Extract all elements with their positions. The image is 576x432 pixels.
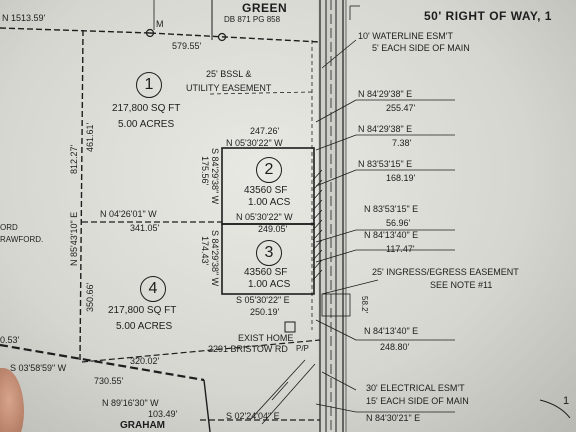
leader-lines: [315, 5, 379, 413]
lot-4-area-sqft: 217,800 SQ FT: [108, 305, 177, 316]
divider-bearing: N 04'26'01" W: [100, 209, 157, 219]
neighbor-name: GRAHAM: [120, 420, 165, 431]
lot-2-side-distance: 175.56': [200, 156, 210, 186]
small-dimension: 58.2': [360, 296, 369, 314]
lot-3-bottom-bearing: S 05'30'22" E: [236, 295, 290, 305]
iron-pin-marker: [145, 28, 155, 38]
note-waterline-2: 5' EACH SIDE OF MAIN: [372, 43, 470, 53]
left-fragment-c: 0.53': [0, 335, 20, 345]
lot-4-area-acres: 5.00 ACRES: [116, 321, 173, 332]
lot-2-top-distance: 247.26': [250, 126, 280, 136]
deed-reference: DB 871 PG 858: [224, 15, 281, 24]
lot-2-side-bearing: S 84'29'38" W: [210, 148, 220, 205]
note-electrical-2: 15' EACH SIDE OF MAIN: [366, 396, 469, 406]
left-fragment-b: RAWFORD.: [0, 235, 44, 244]
note-bearing-5: N 84'13'40" E: [364, 230, 419, 240]
setback-label: 25' BSSL &: [206, 69, 252, 79]
note-bearing-1: N 84'29'38" E: [358, 89, 413, 99]
home-address: 2291 BRISTOW RD: [208, 344, 288, 354]
setback-line: [209, 91, 313, 95]
existing-home-symbol: [284, 321, 296, 333]
lot-3-area-sqft: 43560 SF: [244, 267, 288, 278]
owner-name: GREEN: [242, 1, 288, 15]
south-distance-1: 320.02': [130, 356, 160, 366]
south-bearing-1: S 03'58'59" W: [10, 363, 67, 373]
setback-label-2: UTILITY EASEMENT: [186, 83, 272, 93]
sheet-border: [539, 399, 571, 419]
divider-distance: 341.05': [130, 223, 160, 233]
north-property-line: [149, 32, 321, 43]
driveway: [249, 359, 316, 425]
north-mark: M: [156, 19, 164, 29]
lot-2-number: 2: [256, 157, 282, 183]
lot-3-side-distance: 174.43': [200, 236, 210, 266]
road-right-of-way: [318, 0, 346, 432]
lot-1-area-acres: 5.00 ACRES: [118, 119, 175, 130]
edge-mark: 1: [563, 395, 570, 407]
power-pole-label: P/P: [296, 344, 309, 353]
west-upper-distance: 461.61': [85, 122, 95, 152]
note-underlines: [356, 99, 455, 413]
north-line-bearing: N 1513.59': [2, 13, 46, 23]
note-distance-4: 56.96': [386, 218, 411, 228]
note-bearing-2: N 84'29'38" E: [358, 124, 413, 134]
note-waterline: 10' WATERLINE ESM'T: [358, 31, 453, 41]
note-bearing-3: N 83'53'15" E: [358, 159, 413, 169]
south-bearing-2: N 89'16'30" W: [102, 398, 159, 408]
note-ingress-easement: 25' INGRESS/EGRESS EASEMENT: [372, 267, 519, 277]
left-fragment-a: ORD: [0, 223, 18, 232]
lot-3-area-acres: 1.00 ACS: [248, 279, 291, 290]
lot-2-bottom-bearing: N 05'30'22" W: [236, 212, 293, 222]
iron-pin-marker: [217, 32, 227, 42]
lot-1-area-sqft: 217,800 SQ FT: [112, 103, 181, 114]
note-distance-1: 255.47': [386, 103, 416, 113]
west-total-bearing: N 85'43'10" E: [69, 211, 79, 266]
west-total-distance: 812.27': [69, 144, 79, 174]
note-distance-6: 248.80': [380, 342, 410, 352]
dimension-box: [321, 293, 351, 317]
note-distance-5: 117.47': [386, 244, 415, 254]
note-distance-3: 168.19': [386, 173, 416, 183]
right-of-way-title: 50' RIGHT OF WAY, 1: [424, 9, 552, 23]
west-boundary-line: [79, 29, 84, 361]
lot-3-boundary: [221, 223, 315, 295]
west-lower-distance: 350.66': [85, 282, 95, 312]
note-ingress-easement-2: SEE NOTE #11: [430, 280, 493, 290]
note-bearing-6: N 84'13'40" E: [364, 326, 419, 336]
lot-2-bottom-distance: 249.05': [258, 224, 288, 234]
lot-3-number: 3: [256, 240, 282, 266]
lot-2-area-sqft: 43560 SF: [244, 185, 288, 196]
lot-2-top-bearing: N 05'30'22" W: [226, 138, 283, 148]
south-boundary-line: [0, 343, 205, 382]
lot-3-bottom-distance: 250.19': [250, 307, 280, 317]
south-distance-2: 103.49': [148, 409, 178, 419]
note-bearing-4: N 83'53'15" E: [364, 204, 419, 214]
lot-3-side-bearing: S 84'29'38" W: [210, 230, 220, 287]
south-bearing-3: S 02'24'04" E: [226, 411, 280, 421]
note-distance-2: 7.38': [392, 138, 412, 148]
note-bearing-7: N 84'30'21" E: [366, 413, 421, 423]
lot-2-area-acres: 1.00 ACS: [248, 197, 291, 208]
note-electrical: 30' ELECTRICAL ESM'T: [366, 383, 465, 393]
north-property-line: [0, 27, 151, 34]
lot-4-number: 4: [140, 276, 166, 302]
south-distance-1b: 730.55': [94, 376, 124, 386]
south-boundary-line: [203, 379, 211, 432]
home-label: EXIST HOME: [238, 333, 294, 343]
south-boundary-line: [81, 339, 321, 363]
north-line-distance: 579.55': [172, 41, 202, 51]
lot-1-number: 1: [136, 72, 162, 98]
